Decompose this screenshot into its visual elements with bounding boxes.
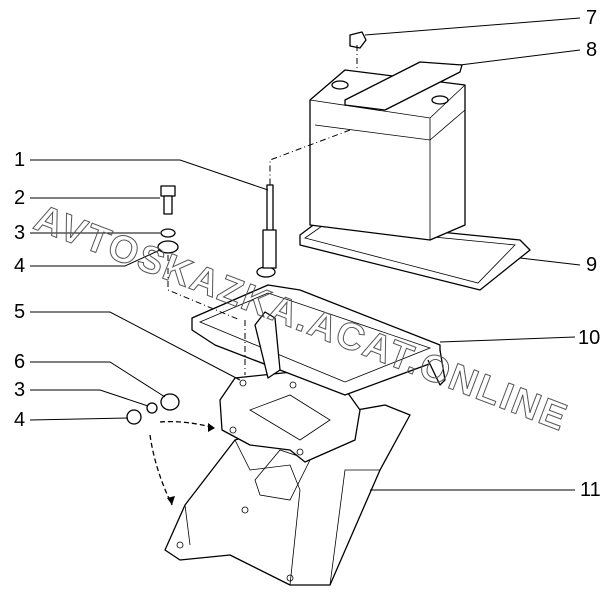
callout-11: 11 xyxy=(580,479,601,501)
washer-part-4b xyxy=(126,409,142,425)
callout-2: 2 xyxy=(14,187,26,209)
callout-10: 10 xyxy=(578,327,601,349)
nut-part-7 xyxy=(349,31,367,49)
callout-4b: 4 xyxy=(14,409,26,431)
washer-part-3b xyxy=(146,402,158,414)
washer-part-3 xyxy=(160,228,176,238)
callout-3b: 3 xyxy=(14,379,26,401)
washer-part-4 xyxy=(157,240,179,254)
callout-8: 8 xyxy=(586,39,598,61)
support-bracket-part-11 xyxy=(164,404,411,586)
j-bolt-part-1 xyxy=(262,184,277,269)
battery-tray-part-10 xyxy=(191,266,446,396)
hold-down-clamp-part-8 xyxy=(344,61,463,111)
callout-4: 4 xyxy=(14,255,26,277)
callout-6: 6 xyxy=(14,351,26,373)
callout-1: 1 xyxy=(14,149,26,171)
bolt-part-2 xyxy=(160,185,176,215)
callout-7: 7 xyxy=(586,7,598,29)
battery xyxy=(309,69,466,241)
nut-part-6 xyxy=(160,393,180,411)
callout-9: 9 xyxy=(586,254,598,276)
callout-3: 3 xyxy=(14,222,26,244)
callout-5: 5 xyxy=(14,301,26,323)
bracket-part-5 xyxy=(219,367,361,463)
leader-lines xyxy=(29,17,581,491)
